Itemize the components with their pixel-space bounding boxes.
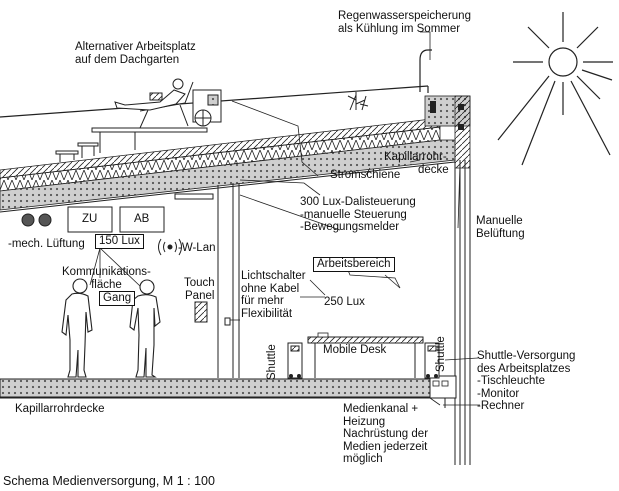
mobile-desk <box>307 336 424 344</box>
lux250-label: 250 Lux <box>324 296 365 308</box>
switch-line-4: Flexibilität <box>241 307 293 320</box>
shuttle-supply-line-4: -Monitor <box>477 387 520 400</box>
person-left <box>61 278 93 378</box>
shuttle-left-label: Shuttle <box>266 344 278 380</box>
alt-workplace-label: Alternativer Arbeitsplatz auf dem Dachga… <box>75 41 196 66</box>
shuttle-supply-label: Shuttle-Versorgung des Arbeitsplatzes -T… <box>477 350 575 413</box>
communication-line-2: fläche <box>91 278 122 291</box>
work-area-label: Arbeitsbereich <box>313 257 395 272</box>
ceiling-lamp <box>174 193 214 200</box>
zu-label: ZU <box>82 213 98 225</box>
switch-line-2: ohne Kabel <box>241 282 300 295</box>
media-channel-line-1: Medienkanal + <box>343 403 419 415</box>
manual-vent-line-2: Belüftung <box>476 227 525 240</box>
rainwater-label: Regenwasserspeicherung als Kühlung im So… <box>338 10 471 35</box>
leader-lines <box>89 31 480 406</box>
media-channel-box <box>429 375 457 399</box>
touch-panel-line-2: Panel <box>185 289 215 302</box>
manual-vent-line-1: Manuelle <box>476 215 523 227</box>
capillary-floor-label: Kapillarrohrdecke <box>15 403 105 415</box>
switch-line-3: für mehr <box>241 295 284 307</box>
manual-vent-label: Manuelle Belüftung <box>476 215 525 240</box>
capillary-ceiling-roof-label: Kapillarrohr- decke <box>382 151 449 176</box>
communication-label: Kommunikations- fläche <box>62 266 151 291</box>
person-right <box>129 279 161 378</box>
media-channel-line-2: Heizung <box>343 415 386 428</box>
rooftop-furniture <box>55 81 208 162</box>
media-channel-line-4: Medien jederzeit <box>343 440 428 453</box>
sun-icon <box>497 12 613 166</box>
wlan-icon <box>158 238 182 256</box>
shuttle-right <box>424 342 440 379</box>
shuttle-left <box>287 342 303 379</box>
shuttle-supply-line-1: Shuttle-Versorgung <box>477 350 576 362</box>
rainwater-line-1: Regenwasserspeicherung <box>338 10 471 22</box>
capillary-ceiling-roof-line-2: decke <box>418 163 449 176</box>
dali-label: 300 Lux-Dalisteuerung -manuelle Steuerun… <box>300 196 416 234</box>
power-rail-label: Stromschiene <box>330 169 401 181</box>
shuttle-right-label: Shuttle <box>435 336 447 372</box>
media-channel-line-3: Nachrüstung der <box>343 428 429 440</box>
shuttle-supply-line-5: -Rechner <box>477 400 525 412</box>
media-channel-line-5: möglich <box>343 453 383 465</box>
touch-panel <box>194 301 208 323</box>
rooftop-fan <box>192 89 222 127</box>
media-channel-label: Medienkanal + Heizung Nachrüstung der Me… <box>343 403 428 466</box>
ab-box <box>119 206 165 233</box>
shuttle-supply-line-2: des Arbeitsplatzes <box>477 362 571 375</box>
switch-label: Lichtschalter ohne Kabel für mehr Flexib… <box>241 270 306 320</box>
corridor-label: Gang <box>99 291 136 306</box>
floor-slab <box>0 378 456 398</box>
communication-line-1: Kommunikations- <box>62 266 151 278</box>
ab-label: AB <box>134 213 150 225</box>
alt-workplace-line-1: Alternativer Arbeitsplatz <box>75 41 196 53</box>
capillary-ceiling-roof-line-1: Kapillarrohr- <box>384 151 447 163</box>
touch-panel-label: Touch Panel <box>184 277 215 302</box>
lamp-round-2 <box>38 213 52 227</box>
alt-workplace-line-2: auf dem Dachgarten <box>75 53 180 66</box>
figure-caption: Schema Medienversorgung, M 1 : 100 <box>3 474 215 488</box>
light-switch <box>224 317 231 326</box>
dali-line-1: 300 Lux-Dalisteuerung <box>300 196 416 208</box>
mobile-desk-label: Mobile Desk <box>323 344 387 356</box>
dali-line-3: -Bewegungsmelder <box>300 221 400 233</box>
person-reclining <box>114 78 186 111</box>
shuttle-supply-line-3: -Tischleuchte <box>477 375 545 387</box>
touch-panel-line-1: Touch <box>184 277 215 289</box>
mech-vent-label: -mech. Lüftung <box>8 238 85 250</box>
wlan-label: -W-Lan <box>178 242 216 254</box>
rainwater-line-2: als Kühlung im Sommer <box>338 22 461 35</box>
zu-box <box>67 206 113 233</box>
plant-icon <box>347 92 369 111</box>
lamp-round-1 <box>21 213 35 227</box>
lux150-label: 150 Lux <box>95 234 144 249</box>
dali-line-2: -manuelle Steuerung <box>300 208 407 221</box>
switch-line-1: Lichtschalter <box>241 270 306 282</box>
